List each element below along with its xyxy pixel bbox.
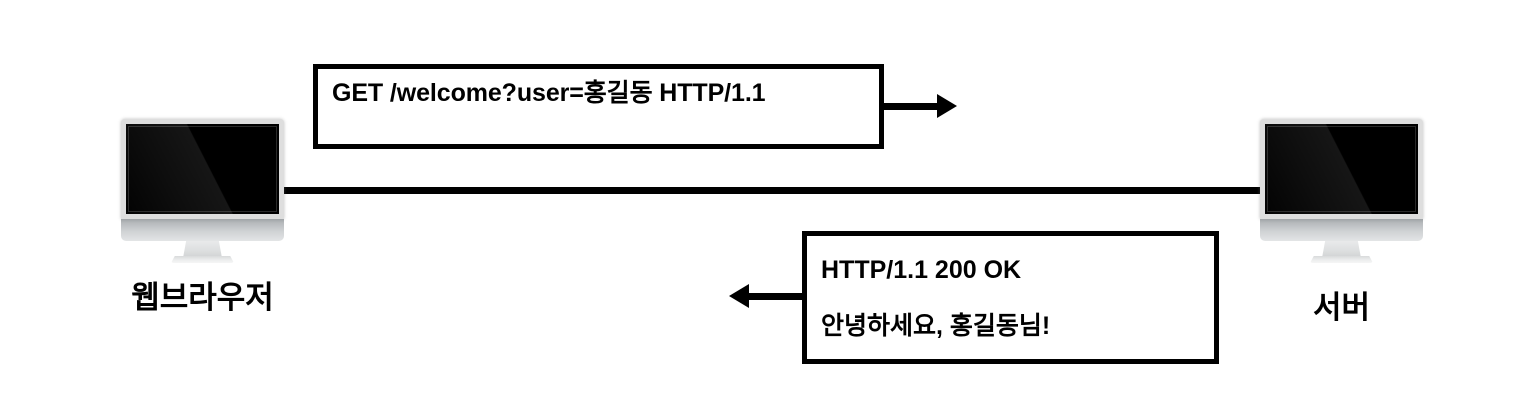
connector-line — [277, 187, 1267, 194]
monitor-stand-base — [171, 256, 234, 263]
server-node-label: 서버 — [1312, 290, 1371, 325]
request-arrow-shaft — [879, 103, 941, 110]
response-status-line: HTTP/1.1 200 OK — [821, 255, 1022, 284]
arrow-left-icon — [729, 284, 749, 308]
screen-gloss-icon — [1265, 124, 1418, 214]
monitor-screen — [126, 124, 279, 214]
client-node-label: 웹브라우저 — [131, 280, 274, 315]
monitor-bezel — [121, 119, 284, 219]
server-monitor-icon — [1260, 119, 1423, 263]
request-message-line: GET /welcome?user=홍길동 HTTP/1.1 — [332, 79, 766, 107]
response-arrow-shaft — [749, 293, 807, 300]
monitor-stand-base — [1310, 256, 1373, 263]
response-body-line: 안녕하세요, 홍길동님! — [821, 311, 1051, 340]
monitor-bezel — [1260, 119, 1423, 219]
arrow-right-icon — [937, 94, 957, 118]
monitor-screen — [1265, 124, 1418, 214]
response-message-box: HTTP/1.1 200 OK 안녕하세요, 홍길동님! — [802, 231, 1219, 364]
request-message-box: GET /welcome?user=홍길동 HTTP/1.1 — [313, 64, 884, 149]
monitor-stand-neck — [183, 241, 222, 258]
monitor-chin — [1260, 219, 1423, 241]
screen-gloss-icon — [126, 124, 279, 214]
monitor-stand-neck — [1322, 241, 1361, 258]
client-monitor-icon — [121, 119, 284, 263]
monitor-chin — [121, 219, 284, 241]
